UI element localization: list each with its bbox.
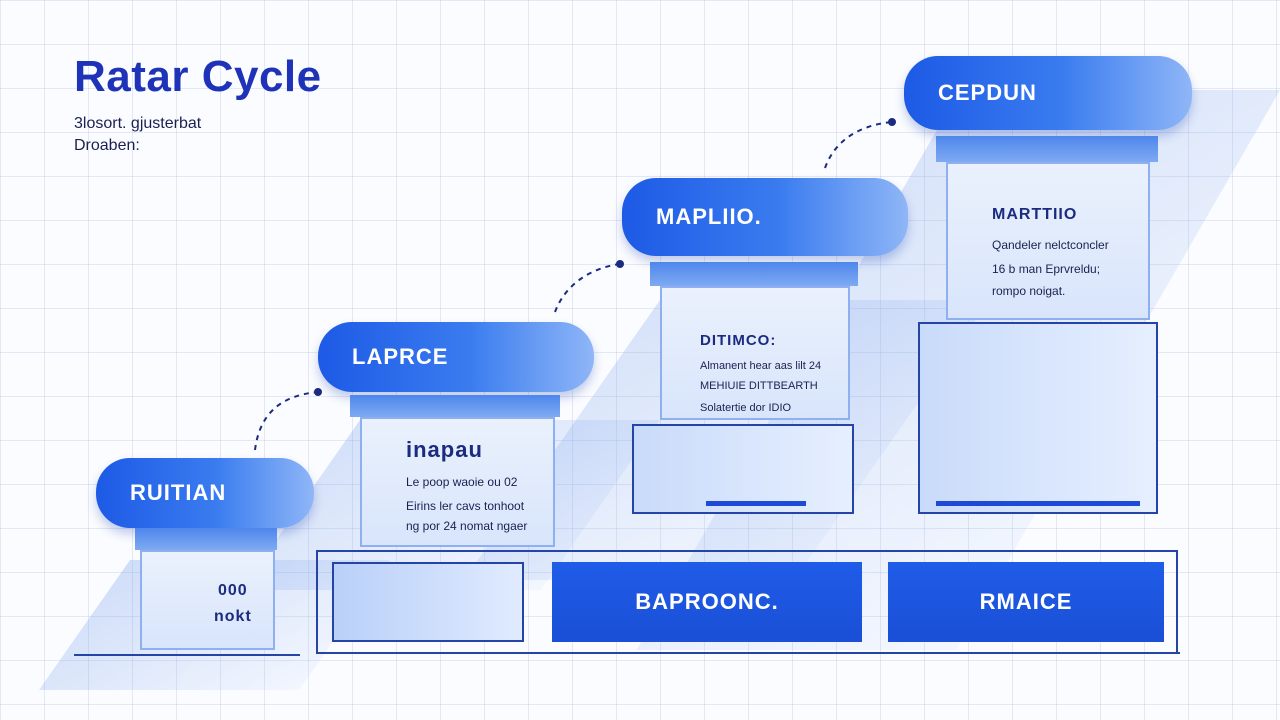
step-cap (350, 395, 560, 417)
step-cepdun-card: MARTTIIO Qandeler nelctconcler 16 b man … (946, 162, 1150, 320)
page-title: Ratar Cycle (74, 52, 322, 101)
card-title: DITIMCO: (700, 332, 777, 349)
step-value: 000 (218, 582, 248, 599)
card-line: 16 b man Eprvreldu; (992, 262, 1101, 276)
page-subtitle: 3losort. gjusterbat Droaben: (74, 113, 201, 157)
card-line: Solatertie dor IDIO (700, 402, 792, 414)
step-label: RUITIAN (130, 480, 227, 505)
card-line: rompo noigat. (992, 284, 1066, 298)
step-ruitian-button[interactable]: RUITIAN (96, 458, 314, 528)
step-cepdun-button[interactable]: CEPDUN (904, 56, 1192, 130)
step-laprce-card: inapau Le poop waoie ou 02 Eirins ler ca… (360, 417, 555, 547)
step-ruitian-card: 000 nokt (140, 550, 275, 650)
step-cap (936, 136, 1158, 162)
step-laprce-button[interactable]: LAPRCE (318, 322, 594, 392)
connector-3 (824, 121, 893, 169)
step-cap (135, 528, 277, 550)
step-mapliio-card: DITIMCO: Almanent hear aas lilt 24 MEHIU… (660, 286, 850, 420)
card-line: Le poop waoie ou 02 (406, 475, 518, 489)
stage-baproonc-button[interactable]: BAPROONC. (552, 562, 862, 642)
subtitle-line: 3losort. gjusterbat (74, 115, 202, 132)
baseline (316, 652, 1180, 654)
step-cepdun-panel (918, 322, 1158, 514)
connector-2 (554, 263, 621, 313)
step-cap (650, 262, 858, 286)
step-label: LAPRCE (352, 344, 449, 369)
card-line: Qandeler nelctconcler (992, 238, 1109, 252)
step-mapliio-button[interactable]: MAPLIIO. (622, 178, 908, 256)
card-line: Almanent hear aas lilt 24 (700, 360, 822, 372)
connector-1 (254, 391, 319, 451)
stage-rmaice-button[interactable]: RMAICE (888, 562, 1164, 642)
step-label: CEPDUN (938, 80, 1037, 105)
stage-slot-empty (332, 562, 524, 642)
progress-bar (706, 501, 806, 506)
card-title: MARTTIIO (992, 206, 1078, 223)
subtitle-line: Droaben: (74, 137, 140, 154)
progress-bar (936, 501, 1140, 506)
card-line: ng por 24 nomat ngaer (406, 519, 528, 533)
card-line: MEHIUIE DITTBEARTH (700, 380, 818, 392)
card-title: inapau (406, 437, 483, 462)
baseline (74, 654, 300, 656)
step-label: MAPLIIO. (656, 204, 762, 229)
step-mapliio-panel (632, 424, 854, 514)
card-line: Eirins ler cavs tonhoot (406, 499, 525, 513)
step-sub: nokt (214, 608, 252, 625)
